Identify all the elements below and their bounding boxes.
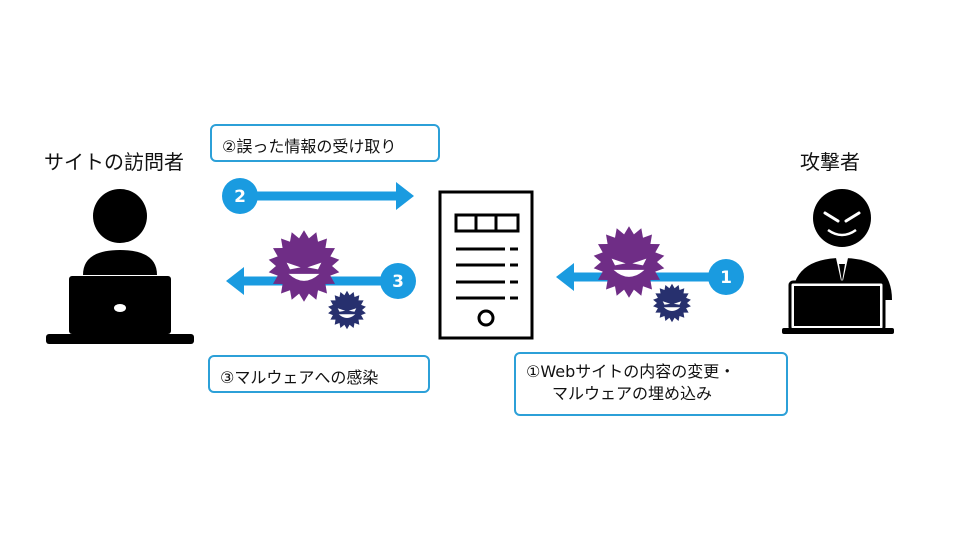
virus-icon [268,230,340,302]
attacker-label: 攻撃者 [800,150,860,174]
virus-face [337,308,357,318]
virus-face [286,262,322,281]
attacker-laptop-icon [782,189,894,334]
step1-caption-line1: ①Webサイトの内容の変更・ [526,362,736,381]
virus-icon [653,283,691,323]
virus-face [662,301,682,311]
step2-arrow: 2 [222,178,414,214]
virus-face [611,258,647,277]
step3-caption-text: ③マルウェアへの感染 [220,368,379,387]
step1-badge: 1 [720,268,732,288]
step1-badge-circle [708,259,744,295]
visitor-label: サイトの訪問者 [44,150,184,174]
virus-body [328,290,366,330]
step2-caption: ②誤った情報の受け取り [210,124,440,162]
step2-caption-text: ②誤った情報の受け取り [222,137,397,156]
step1-caption-line2: マルウェアの埋め込み [552,384,713,403]
virus-body [653,283,691,323]
virus-body [268,230,340,302]
virus-icon [328,290,366,330]
step3-badge: 3 [392,272,404,292]
step1-caption: ①Webサイトの内容の変更・ マルウェアの埋め込み [514,352,788,416]
visitor-laptop-icon [46,189,194,344]
virus-body [593,226,665,298]
virus-icon [593,226,665,298]
step2-badge: 2 [234,187,246,207]
step2-badge-circle [222,178,258,214]
step3-badge-circle [380,263,416,299]
server-icon [438,190,534,340]
step3-caption: ③マルウェアへの感染 [208,355,430,393]
